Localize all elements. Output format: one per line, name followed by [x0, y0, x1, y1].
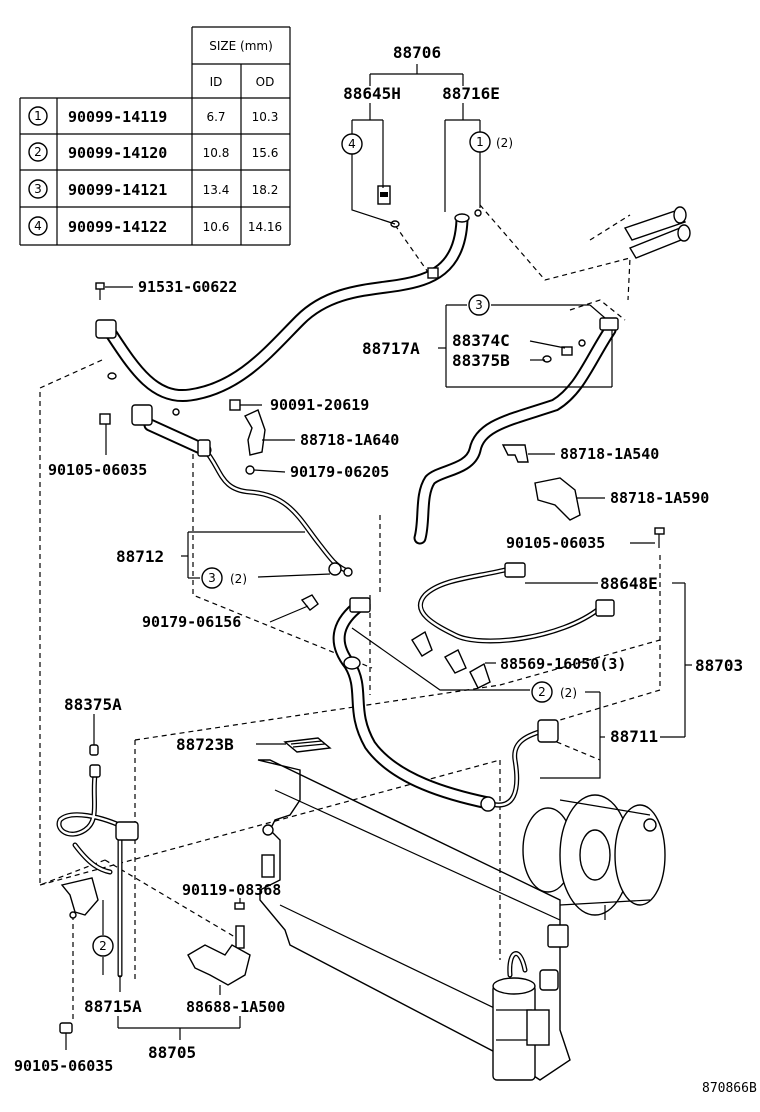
label-88706: 88706: [393, 43, 441, 62]
ac-parts: [59, 185, 691, 1034]
label-88715a: 88715A: [84, 997, 142, 1016]
label-90179-06205: 90179-06205: [290, 463, 389, 481]
row-number: 4: [34, 219, 42, 233]
label-88718-1a590: 88718-1A590: [610, 489, 709, 507]
row-id: 6.7: [206, 110, 225, 124]
callouts: 4 1 (2) 3 3 (2) 2 (2) 2: [92, 131, 577, 957]
receiver-drier: [492, 951, 559, 1081]
label-88569-16050: 88569-16050(3): [500, 655, 626, 673]
id-header: ID: [210, 75, 223, 89]
label-90105-06035-bottom: 90105-06035: [14, 1057, 113, 1075]
label-88718-1a540: 88718-1A540: [560, 445, 659, 463]
label-88645h: 88645H: [343, 84, 401, 103]
leader-lines: [65, 64, 692, 1050]
part-labels: 88706 88645H 88716E 91531-G0622 88717A 8…: [14, 43, 757, 1096]
row-id: 10.8: [203, 146, 230, 160]
row-id: 13.4: [203, 183, 230, 197]
label-90119-08368: 90119-08368: [182, 881, 281, 899]
table-row: 3 90099-14121 13.4 18.2: [28, 179, 279, 199]
callout-3-mid-qty: (2): [230, 572, 247, 586]
label-88716e: 88716E: [442, 84, 500, 103]
callout-4: 4: [348, 137, 356, 151]
row-od: 10.3: [252, 110, 279, 124]
label-88723b: 88723B: [176, 735, 234, 754]
label-88717a: 88717A: [362, 339, 420, 358]
callout-1: 1: [476, 135, 484, 149]
label-90091-20619: 90091-20619: [270, 396, 369, 414]
callout-2-mid: 2: [538, 685, 546, 699]
table-row: 4 90099-14122 10.6 14.16: [28, 216, 282, 236]
callout-2-low: 2: [99, 939, 107, 953]
row-number: 3: [34, 182, 42, 196]
label-88703: 88703: [695, 656, 743, 675]
size-table: SIZE (mm) ID OD 1 90099-14119 6.7 10.3 2…: [19, 26, 291, 246]
label-88718-1a640: 88718-1A640: [300, 431, 399, 449]
row-part-number: 90099-14121: [68, 181, 167, 199]
row-od: 18.2: [252, 183, 279, 197]
label-88688-1a500: 88688-1A500: [186, 998, 285, 1016]
compressor: [522, 794, 666, 920]
size-header: SIZE (mm): [209, 39, 273, 53]
row-number: 2: [34, 145, 42, 159]
label-88374c: 88374C: [452, 331, 510, 350]
row-number: 1: [34, 109, 42, 123]
label-90105-06035-right: 90105-06035: [506, 534, 605, 552]
label-90105-06035-left: 90105-06035: [48, 461, 147, 479]
label-90179-06156: 90179-06156: [142, 613, 241, 631]
callout-3-top: 3: [475, 298, 483, 312]
label-88375a: 88375A: [64, 695, 122, 714]
label-91531-g0622: 91531-G0622: [138, 278, 237, 296]
callout-2-mid-qty: (2): [560, 686, 577, 700]
callout-1-qty: (2): [496, 136, 513, 150]
label-88375b: 88375B: [452, 351, 510, 370]
row-part-number: 90099-14119: [68, 108, 167, 126]
table-row: 1 90099-14119 6.7 10.3: [28, 106, 279, 126]
table-row: 2 90099-14120 10.8 15.6: [28, 142, 279, 162]
label-88648e: 88648E: [600, 574, 658, 593]
label-88711: 88711: [610, 727, 658, 746]
row-od: 14.16: [248, 220, 282, 234]
condenser: [257, 759, 571, 1081]
ac-hoses: [56, 213, 617, 978]
callout-3-mid: 3: [208, 571, 216, 585]
row-od: 15.6: [252, 146, 279, 160]
label-88705: 88705: [148, 1043, 196, 1062]
label-88712: 88712: [116, 547, 164, 566]
row-id: 10.6: [203, 220, 230, 234]
row-part-number: 90099-14120: [68, 144, 167, 162]
od-header: OD: [256, 75, 275, 89]
row-part-number: 90099-14122: [68, 218, 167, 236]
diagram-reference: 870866B: [702, 1081, 757, 1096]
